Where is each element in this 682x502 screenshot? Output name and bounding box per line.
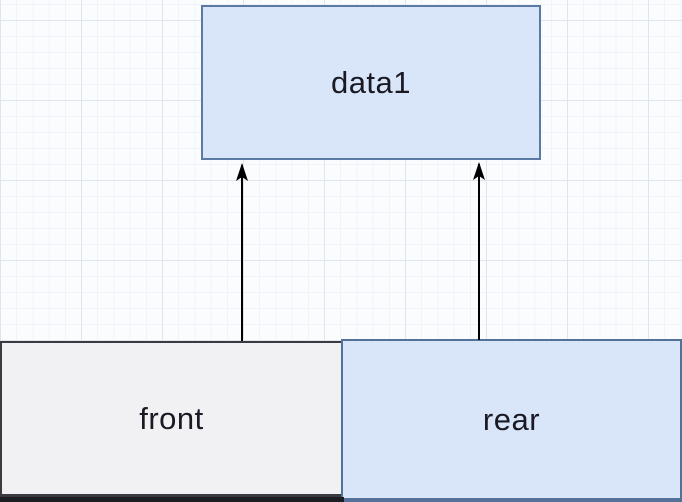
- node-data1-label: data1: [330, 64, 412, 100]
- node-data1: data1: [201, 5, 541, 160]
- node-rear: rear: [341, 339, 682, 502]
- node-front-label: front: [139, 400, 204, 436]
- node-front: front: [0, 341, 343, 497]
- node-rear-label: rear: [482, 401, 541, 437]
- canvas-bottom-edge: [0, 497, 344, 502]
